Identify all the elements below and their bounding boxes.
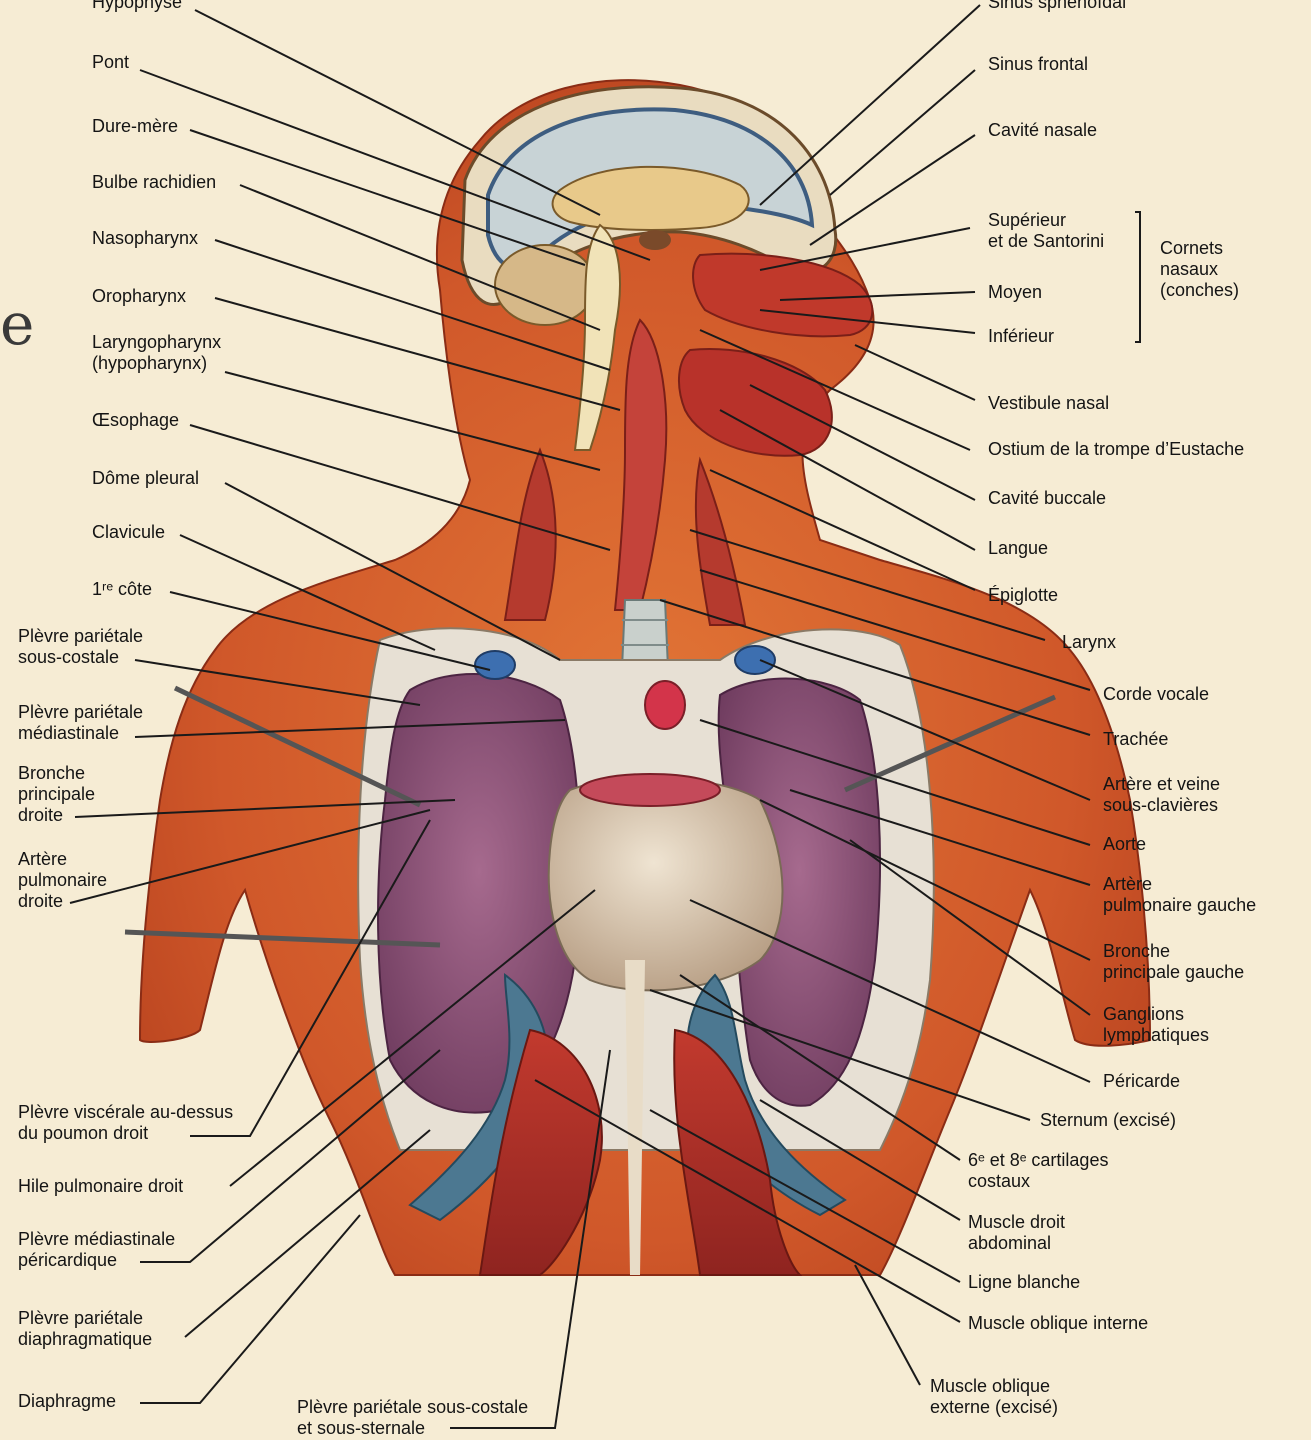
cornets-bracket <box>1135 212 1140 342</box>
label-ligne-blanche: Ligne blanche <box>968 1272 1080 1293</box>
label-hile-pulmonaire: Hile pulmonaire droit <box>18 1176 183 1197</box>
label-cavite-buccale: Cavité buccale <box>988 488 1106 509</box>
label-larynx: Larynx <box>1062 632 1116 653</box>
label-aorte: Aorte <box>1103 834 1146 855</box>
heart-pericardium <box>549 778 783 991</box>
cerebellum <box>495 245 595 325</box>
label-langue: Langue <box>988 538 1048 559</box>
label-dure-mere: Dure-mère <box>92 116 178 137</box>
label-corde-vocale: Corde vocale <box>1103 684 1209 705</box>
pituitary <box>639 230 671 250</box>
label-dome-pleural: Dôme pleural <box>92 468 199 489</box>
label-oblique-interne: Muscle oblique interne <box>968 1313 1148 1334</box>
label-sternum: Sternum (excisé) <box>1040 1110 1176 1131</box>
label-ostium: Ostium de la trompe d’Eustache <box>988 439 1244 460</box>
label-cornet-moyen: Moyen <box>988 282 1042 303</box>
label-laryngopharynx: Laryngopharynx(hypopharynx) <box>92 332 221 374</box>
subclavian-vessel-left <box>735 646 775 674</box>
label-pont: Pont <box>92 52 129 73</box>
label-premiere-cote: 1ʳᵉ côte <box>92 579 152 600</box>
label-trachee: Trachée <box>1103 729 1168 750</box>
label-oropharynx: Oropharynx <box>92 286 186 307</box>
label-hypophyse: Hypophyse <box>92 0 182 13</box>
great-vessels <box>580 774 720 806</box>
label-nasopharynx: Nasopharynx <box>92 228 198 249</box>
label-epiglotte: Épiglotte <box>988 585 1058 606</box>
label-clavicule: Clavicule <box>92 522 165 543</box>
label-sinus-sphenoidal: Sinus sphénoïdal <box>988 0 1126 13</box>
label-bulbe-rachidien: Bulbe rachidien <box>92 172 216 193</box>
subclavian-vessel-right <box>475 651 515 679</box>
label-diaphragme: Diaphragme <box>18 1391 116 1412</box>
label-pericarde: Péricarde <box>1103 1071 1180 1092</box>
label-cavite-nasale: Cavité nasale <box>988 120 1097 141</box>
label-sinus-frontal: Sinus frontal <box>988 54 1088 75</box>
label-vestibule-nasal: Vestibule nasal <box>988 393 1109 414</box>
aortic-arch <box>645 681 685 729</box>
label-oesophage: Œsophage <box>92 410 179 431</box>
edge-letter-fragment: e <box>0 290 34 358</box>
label-cornet-inferieur: Inférieur <box>988 326 1054 347</box>
